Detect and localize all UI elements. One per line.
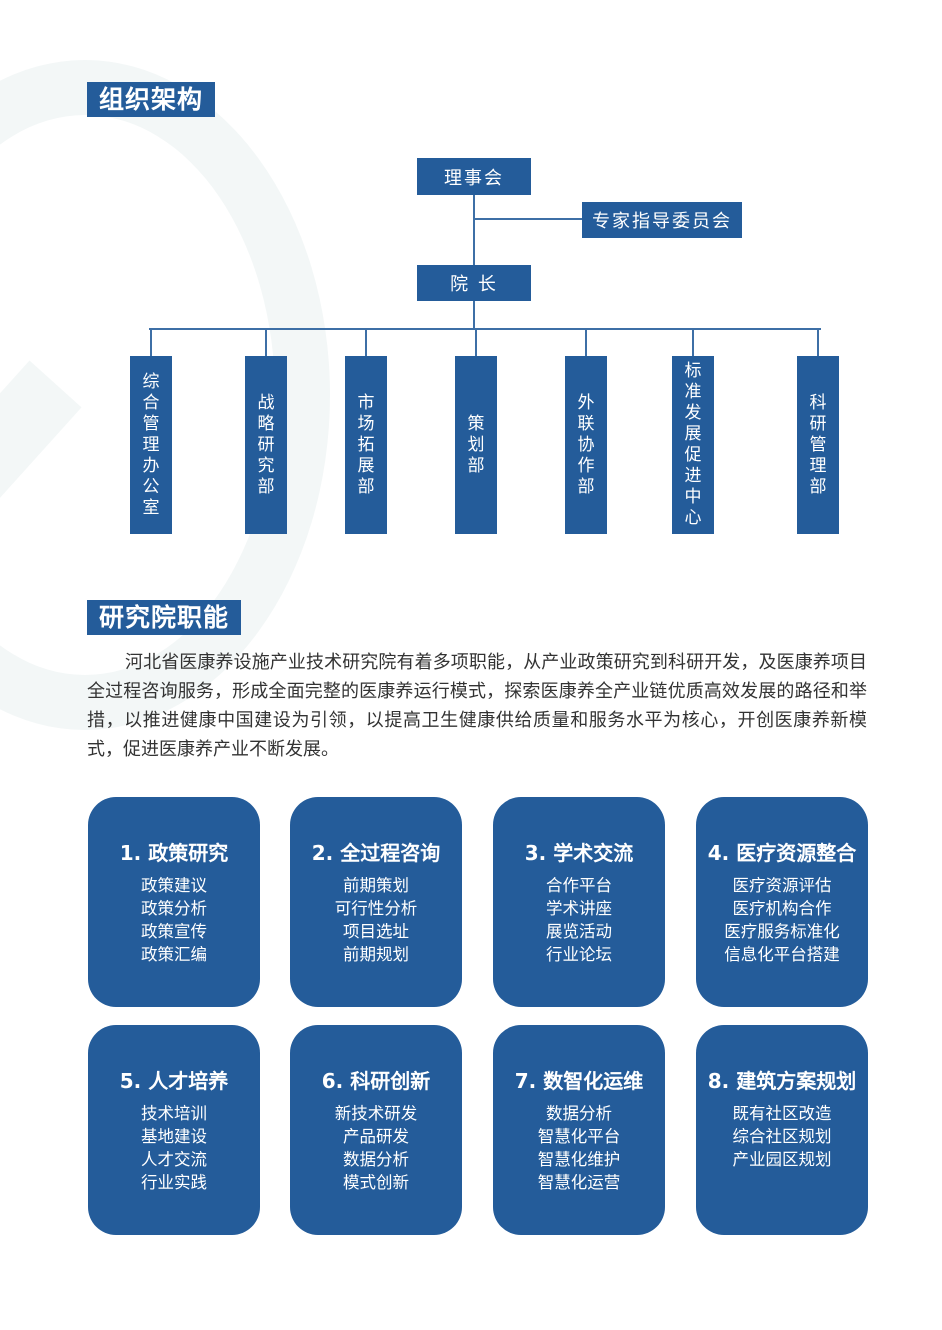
function-card: 3. 学术交流合作平台学术讲座展览活动行业论坛 bbox=[493, 797, 665, 1007]
card-item: 产品研发 bbox=[343, 1127, 409, 1146]
card-item: 政策建议 bbox=[141, 876, 207, 895]
section-title-functions: 研究院职能 bbox=[87, 600, 242, 635]
card-item: 医疗服务标准化 bbox=[724, 922, 840, 941]
card-item: 政策宣传 bbox=[141, 922, 207, 941]
department-label: 标准发展促进中心 bbox=[684, 361, 702, 528]
org-department: 战略研究部 bbox=[245, 356, 287, 534]
org-experts: 专家指导委员会 bbox=[582, 202, 742, 238]
intro-paragraph: 河北省医康养设施产业技术研究院有着多项职能，从产业政策研究到科研开发，及医康养项… bbox=[87, 652, 867, 760]
org-department: 市场拓展部 bbox=[345, 356, 387, 534]
card-item: 行业实践 bbox=[141, 1173, 207, 1192]
connector bbox=[149, 328, 821, 330]
card-item: 综合社区规划 bbox=[732, 1127, 832, 1146]
card-item: 合作平台 bbox=[546, 876, 612, 895]
connector bbox=[150, 329, 152, 356]
card-title: 4. 医疗资源整合 bbox=[707, 841, 857, 865]
connector bbox=[474, 218, 582, 220]
function-card: 7. 数智化运维数据分析智慧化平台智慧化维护智慧化运营 bbox=[493, 1025, 665, 1235]
connector bbox=[585, 329, 587, 356]
card-item: 学术讲座 bbox=[546, 899, 612, 918]
function-card: 6. 科研创新新技术研发产品研发数据分析模式创新 bbox=[290, 1025, 462, 1235]
card-item: 项目选址 bbox=[343, 922, 409, 941]
connector bbox=[473, 195, 475, 265]
org-department: 策划部 bbox=[455, 356, 497, 534]
card-item: 政策分析 bbox=[141, 899, 207, 918]
department-label: 策划部 bbox=[467, 413, 485, 476]
card-item: 数据分析 bbox=[546, 1104, 612, 1123]
card-item: 前期策划 bbox=[343, 876, 409, 895]
org-department: 综合管理办公室 bbox=[130, 356, 172, 534]
card-item: 医疗资源评估 bbox=[732, 876, 832, 895]
card-item: 既有社区改造 bbox=[732, 1104, 832, 1123]
card-item: 行业论坛 bbox=[546, 945, 612, 964]
card-item: 医疗机构合作 bbox=[732, 899, 832, 918]
card-item: 基地建设 bbox=[141, 1127, 207, 1146]
function-card: 4. 医疗资源整合医疗资源评估医疗机构合作医疗服务标准化信息化平台搭建 bbox=[696, 797, 868, 1007]
connector bbox=[365, 329, 367, 356]
org-department: 科研管理部 bbox=[797, 356, 839, 534]
org-department: 标准发展促进中心 bbox=[672, 356, 714, 534]
card-title: 2. 全过程咨询 bbox=[311, 841, 441, 865]
card-item: 智慧化运营 bbox=[537, 1173, 621, 1192]
card-title: 5. 人才培养 bbox=[119, 1069, 229, 1093]
card-item: 技术培训 bbox=[141, 1104, 207, 1123]
card-title: 8. 建筑方案规划 bbox=[707, 1069, 857, 1093]
org-department: 外联协作部 bbox=[565, 356, 607, 534]
connector bbox=[692, 329, 694, 356]
card-item: 模式创新 bbox=[343, 1173, 409, 1192]
connector bbox=[475, 329, 477, 356]
card-item: 智慧化维护 bbox=[537, 1150, 621, 1169]
card-item: 信息化平台搭建 bbox=[724, 945, 840, 964]
department-label: 战略研究部 bbox=[257, 392, 275, 497]
card-item: 数据分析 bbox=[343, 1150, 409, 1169]
org-president: 院 长 bbox=[417, 265, 531, 301]
connector bbox=[817, 329, 819, 356]
card-title: 1. 政策研究 bbox=[119, 841, 229, 865]
department-label: 市场拓展部 bbox=[357, 392, 375, 497]
card-item: 前期规划 bbox=[343, 945, 409, 964]
department-label: 外联协作部 bbox=[577, 392, 595, 497]
function-card: 8. 建筑方案规划既有社区改造综合社区规划产业园区规划 bbox=[696, 1025, 868, 1235]
card-title: 6. 科研创新 bbox=[321, 1069, 431, 1093]
card-item: 政策汇编 bbox=[141, 945, 207, 964]
card-item: 智慧化平台 bbox=[537, 1127, 621, 1146]
section-title-org: 组织架构 bbox=[87, 82, 216, 117]
card-item: 新技术研发 bbox=[334, 1104, 418, 1123]
card-item: 人才交流 bbox=[141, 1150, 207, 1169]
card-title: 3. 学术交流 bbox=[524, 841, 634, 865]
org-board: 理事会 bbox=[417, 158, 531, 195]
connector bbox=[473, 301, 475, 329]
function-card: 1. 政策研究政策建议政策分析政策宣传政策汇编 bbox=[88, 797, 260, 1007]
function-card: 2. 全过程咨询前期策划可行性分析项目选址前期规划 bbox=[290, 797, 462, 1007]
card-item: 产业园区规划 bbox=[732, 1150, 832, 1169]
card-item: 展览活动 bbox=[546, 922, 612, 941]
card-title: 7. 数智化运维 bbox=[514, 1069, 644, 1093]
department-label: 科研管理部 bbox=[809, 392, 827, 497]
card-item: 可行性分析 bbox=[334, 899, 418, 918]
function-card: 5. 人才培养技术培训基地建设人才交流行业实践 bbox=[88, 1025, 260, 1235]
connector bbox=[265, 329, 267, 356]
department-label: 综合管理办公室 bbox=[142, 371, 160, 518]
